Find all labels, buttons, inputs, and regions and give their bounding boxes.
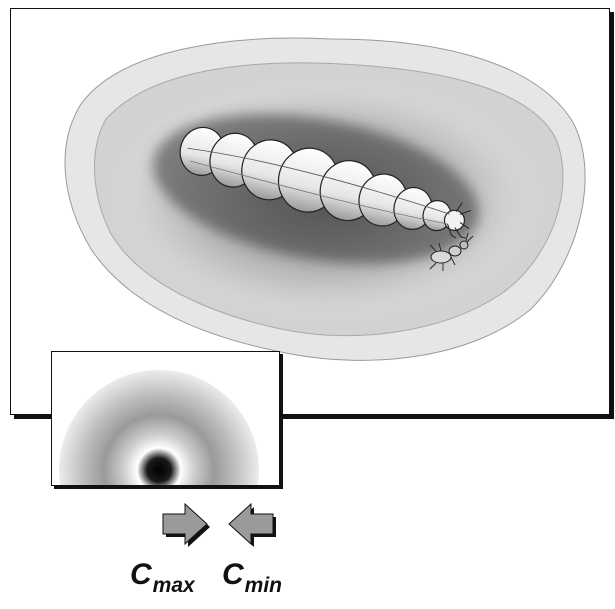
arrow-left-icon [229, 504, 276, 547]
c-min-symbol: C [222, 558, 244, 591]
c-max-subscript: max [153, 574, 195, 597]
c-min-label: Cmin [222, 560, 282, 590]
concentration-gradient-inset [52, 352, 279, 485]
c-min-subscript: min [245, 574, 282, 597]
c-max-label: Cmax [130, 560, 195, 590]
direction-arrows [155, 500, 280, 552]
arrow-right-icon [163, 504, 210, 547]
c-max-symbol: C [130, 558, 152, 591]
gradient-inset-panel [51, 351, 280, 486]
concentration-labels: Cmax Cmin [130, 560, 300, 604]
